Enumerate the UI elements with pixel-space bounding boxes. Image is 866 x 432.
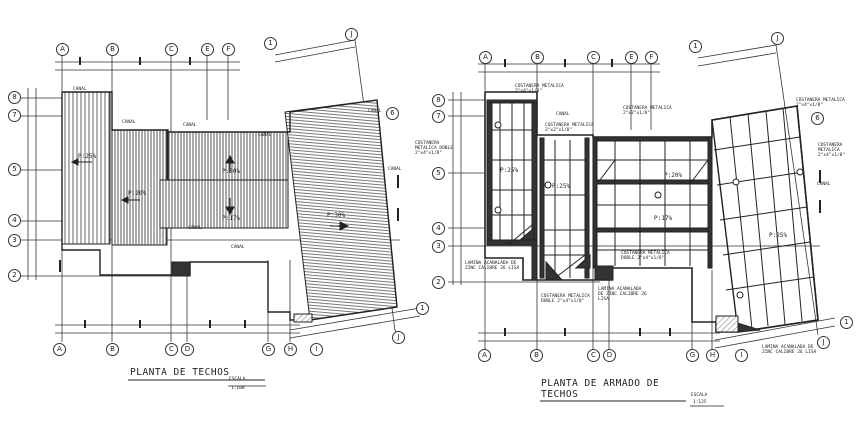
axis-bubble-j-bottom: J — [817, 336, 830, 349]
axis-bubble-4-left: 4 — [432, 222, 445, 235]
axis-bubble-4-left: 4 — [8, 214, 21, 227]
axis-bubble-c-bottom: C — [587, 349, 600, 362]
axis-bubble-3-left: 3 — [432, 240, 445, 253]
beam-note: COSTANERA METALICA 2"x2"x1/8" — [545, 123, 594, 133]
axis-bubble-7-left: 7 — [8, 109, 21, 122]
axis-bubble-e-top: E — [625, 51, 638, 64]
slope-label: P:30% — [327, 212, 346, 219]
slope-label: P:17% — [654, 215, 673, 222]
beam-note: COSTANERA METALICA DOBLE 2"x4"x1/8" — [621, 251, 670, 261]
plan-techos-roofs — [59, 57, 399, 328]
sheet-note: LAMINA ACANALADA DE ZINC CALIBRE 26 LISA — [465, 261, 520, 271]
axis-bubble-c-top: C — [165, 43, 178, 56]
axis-bubble-a-bottom: A — [478, 349, 491, 362]
axis-bubble-c-bottom: C — [165, 343, 178, 356]
plan-title: PLANTA DE ARMADO DE TECHOS — [541, 378, 660, 400]
axis-bubble-2-left: 2 — [432, 276, 445, 289]
canal-note: CANAL — [188, 226, 202, 231]
axis-bubble-b-top: B — [106, 43, 119, 56]
slope-label: P:20% — [664, 172, 683, 179]
axis-bubble-6-right: 6 — [386, 107, 399, 120]
canal-note: CANAL — [122, 120, 136, 125]
axis-bubble-7-left: 7 — [432, 110, 445, 123]
canal-note: CANAL — [183, 123, 197, 128]
axis-bubble-1-bottom: 1 — [840, 316, 853, 329]
axis-bubble-h-bottom: H — [284, 343, 297, 356]
sheet-note: LAMINA ACANALADA DE ZINC CALIBRE 26 LISA — [598, 287, 647, 302]
canal-note: CANAL — [73, 87, 87, 92]
canal-note: CANAL — [231, 245, 245, 250]
axis-bubble-d-bottom: D — [603, 349, 616, 362]
axis-bubble-h-bottom: H — [706, 349, 719, 362]
axis-bubble-b-bottom: B — [530, 349, 543, 362]
beam-note: COSTANERA METALICA 2"x4"x1/8" — [796, 98, 845, 108]
axis-bubble-5-left: 5 — [432, 167, 445, 180]
axis-bubble-2-left: 2 — [8, 269, 21, 282]
axis-bubble-a-top: A — [56, 43, 69, 56]
axis-bubble-c-top: C — [587, 51, 600, 64]
axis-bubble-j-top: J — [771, 32, 784, 45]
slope-label: P:17% — [222, 215, 241, 222]
canal-note: CANAL — [556, 112, 570, 117]
beam-note: COSTANERA METALICA DOBLE 2"x4"x1/8" — [415, 141, 453, 156]
axis-bubble-g-bottom: G — [686, 349, 699, 362]
slope-label: P:20% — [128, 190, 147, 197]
canal-note: CANAL — [258, 133, 272, 138]
slope-label: P:30% — [222, 168, 241, 175]
slope-label: P:25% — [769, 232, 788, 239]
axis-bubble-8-left: 8 — [8, 91, 21, 104]
scale-label: ESCALA — [691, 393, 708, 398]
axis-bubble-f-top: F — [645, 51, 658, 64]
canal-note: CANAL — [817, 182, 831, 187]
axis-bubble-8-left: 8 — [432, 94, 445, 107]
axis-bubble-j-bottom: J — [392, 331, 405, 344]
axis-bubble-1-bottom: 1 — [416, 302, 429, 315]
axis-bubble-6-right: 6 — [811, 112, 824, 125]
axis-bubble-1-top: 1 — [264, 37, 277, 50]
axis-bubble-a-bottom: A — [53, 343, 66, 356]
canal-note: CANAL — [388, 167, 402, 172]
scale-value: 1:100 — [231, 386, 245, 391]
plan-title: PLANTA DE TECHOS — [130, 367, 230, 378]
axis-bubble-5-left: 5 — [8, 163, 21, 176]
axis-bubble-j-top: J — [345, 28, 358, 41]
beam-note: COSTANERA METALICA DOBLE 2"x4"x1/8" — [541, 294, 590, 304]
axis-bubble-i-bottom: I — [735, 349, 748, 362]
scale-value: 1:125 — [693, 400, 707, 405]
axis-bubble-1-top: 1 — [689, 40, 702, 53]
axis-bubble-e-top: E — [201, 43, 214, 56]
axis-bubble-3-left: 3 — [8, 234, 21, 247]
slope-label: P:25% — [78, 153, 97, 160]
axis-bubble-d-bottom: D — [181, 343, 194, 356]
axis-bubble-g-bottom: G — [262, 343, 275, 356]
slope-label: P:25% — [500, 167, 519, 174]
scale-label: ESCALA — [229, 377, 246, 382]
beam-note: COSTANERA METALICA 2"x4"x1/8" — [515, 84, 564, 94]
beam-note: COSTANERA METALICA 2"x2"x1/8" — [623, 106, 672, 116]
axis-bubble-b-bottom: B — [106, 343, 119, 356]
sheet-note: LAMINA ACANALADA DE ZINC CALIBRE 26 LISA — [762, 345, 817, 355]
axis-bubble-i-bottom: I — [310, 343, 323, 356]
axis-bubble-b-top: B — [531, 51, 544, 64]
plan-armado-structure — [484, 59, 821, 336]
beam-note: COSTANERA METALICA 2"x4"x1/8" — [818, 143, 846, 158]
canal-note: CANAL — [368, 109, 382, 114]
plan-armado — [448, 44, 836, 350]
axis-bubble-f-top: F — [222, 43, 235, 56]
slope-label: P:25% — [552, 183, 571, 190]
axis-bubble-a-top: A — [479, 51, 492, 64]
